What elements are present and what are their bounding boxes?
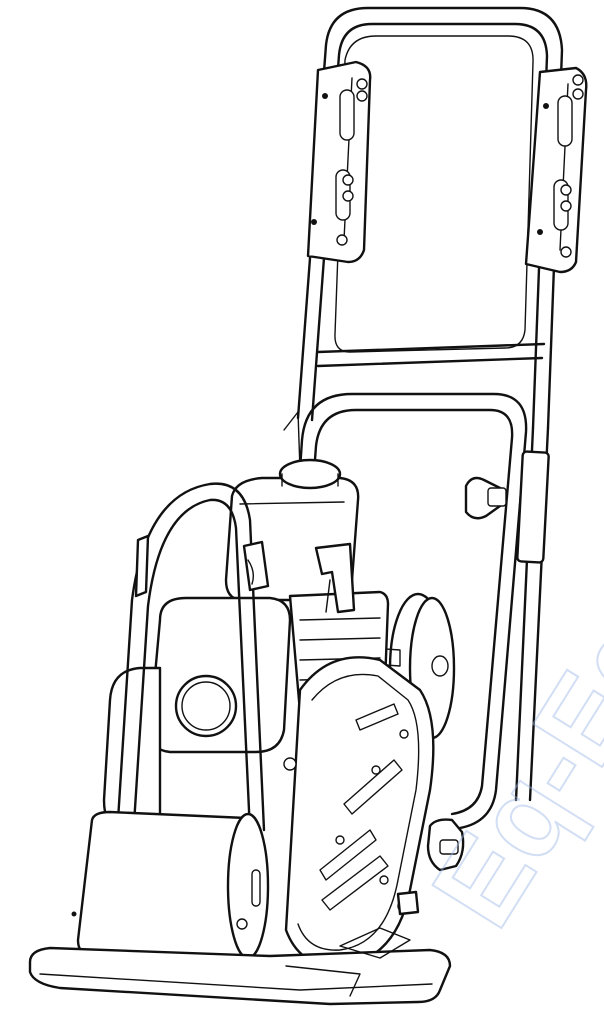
base-plate [28,927,452,1006]
handle-pivot-knob [464,476,507,520]
handle-upper-frame [296,6,564,430]
handle-clamp-left [306,60,372,264]
handle-lower-frame [283,392,550,830]
handle-clamp-right [524,66,588,274]
exciter-housing [71,810,270,962]
belt-guard [283,656,435,968]
lifting-hook [314,542,356,614]
handle-mount-bolts [396,818,465,916]
roll-cage [116,482,270,834]
